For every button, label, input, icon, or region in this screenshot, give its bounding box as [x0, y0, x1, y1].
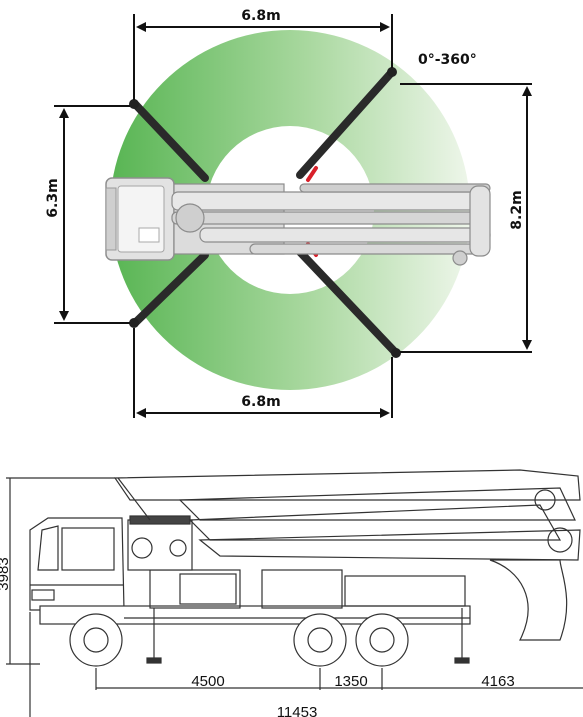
truck-cab-side	[29, 517, 125, 611]
height-label: 3983	[0, 557, 12, 590]
top-dimension-lines	[54, 14, 532, 418]
outriggers	[132, 69, 399, 356]
front-axle-label: 4500	[191, 673, 224, 690]
top-width-label: 6.8m	[241, 8, 280, 24]
wheels	[69, 613, 409, 667]
side-view	[6, 469, 583, 717]
axle-spacing-label: 1350	[334, 673, 367, 690]
truck-cab-top	[105, 177, 175, 261]
rear-overhang-label: 4163	[481, 673, 514, 690]
boom-top	[171, 183, 491, 266]
boom-side	[113, 469, 581, 641]
total-length-label: 11453	[277, 704, 318, 717]
right-height-label: 8.2m	[509, 190, 525, 229]
bottom-width-label: 6.8m	[241, 394, 280, 410]
left-height-label: 6.3m	[45, 178, 61, 217]
rotation-label: 0°-360°	[418, 52, 477, 68]
top-view: 6.8m 6.8m 6.3m 8.2m 0°-360°	[45, 8, 532, 418]
